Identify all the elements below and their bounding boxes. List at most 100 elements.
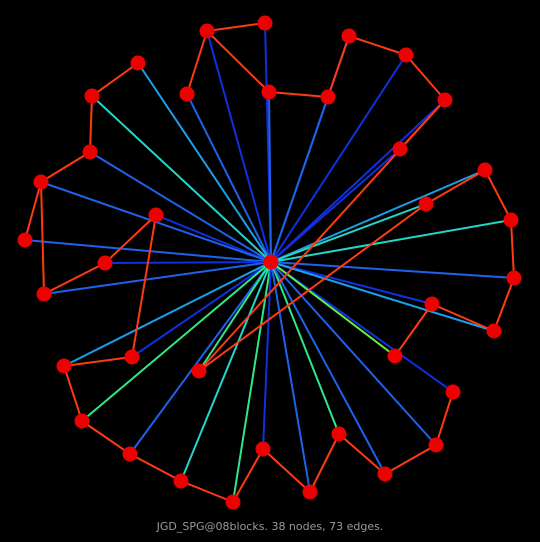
graph-node <box>428 437 444 453</box>
hub-edge <box>270 261 386 475</box>
hub-edge <box>198 261 272 372</box>
graph-node <box>82 144 98 160</box>
ring-edge <box>104 214 157 264</box>
hub-edge <box>206 30 272 263</box>
hub-edge <box>155 214 272 263</box>
hub-edge <box>270 99 446 263</box>
hub-edge <box>89 151 272 263</box>
graph-node <box>173 473 189 489</box>
ring-edge <box>262 448 311 493</box>
hub-edge <box>270 203 427 263</box>
node-layer <box>17 15 522 510</box>
hub-node <box>263 254 279 270</box>
ring-edge <box>198 203 427 372</box>
graph-node <box>331 426 347 442</box>
ring-edge <box>338 433 386 475</box>
ring-edge <box>206 30 270 93</box>
hub-edge <box>63 261 272 367</box>
hub-edge <box>270 169 486 263</box>
ring-edge <box>40 181 45 295</box>
graph-caption: JGD_SPG@08blocks. 38 nodes, 73 edges. <box>156 520 384 533</box>
graph-node <box>84 88 100 104</box>
hub-edge <box>270 261 437 446</box>
graph-node <box>179 86 195 102</box>
graph-node <box>74 413 90 429</box>
graph-node <box>191 363 207 379</box>
ring-edge <box>327 35 350 98</box>
graph-node <box>225 494 241 510</box>
graph-node <box>503 212 519 228</box>
ring-edge <box>425 169 486 205</box>
ring-edge <box>309 433 340 493</box>
hub-edge <box>81 261 272 422</box>
ring-edge <box>394 303 433 357</box>
hub-edge <box>43 261 272 295</box>
ring-edge <box>232 448 264 503</box>
graph-node <box>97 255 113 271</box>
graph-node <box>56 358 72 374</box>
ring-edge <box>43 262 106 295</box>
hub-edge <box>270 261 433 305</box>
graph-node <box>424 296 440 312</box>
hub-edge <box>270 261 311 493</box>
graph-node <box>148 207 164 223</box>
ring-edge <box>384 444 437 475</box>
ring-edge <box>431 303 495 332</box>
graph-node <box>477 162 493 178</box>
hub-edge <box>232 261 272 503</box>
graph-node <box>387 348 403 364</box>
ring-edge <box>63 365 83 422</box>
ring-edge <box>206 22 266 32</box>
graph-node <box>122 446 138 462</box>
graph-node <box>302 484 318 500</box>
graph-node <box>377 466 393 482</box>
graph-node <box>124 349 140 365</box>
graph-node <box>445 384 461 400</box>
hub-edge <box>104 261 272 264</box>
graph-node <box>418 196 434 212</box>
ring-edge <box>180 480 234 503</box>
ring-edge <box>89 95 93 153</box>
graph-node <box>398 47 414 63</box>
hub-edge <box>137 62 272 263</box>
graph-node <box>320 89 336 105</box>
ring-edge <box>129 453 182 482</box>
ring-edge <box>484 169 512 221</box>
graph-node <box>17 232 33 248</box>
graph-node <box>130 55 146 71</box>
ring-edge <box>399 99 446 150</box>
ring-edge <box>63 356 133 367</box>
graph-node <box>257 15 273 31</box>
ring-edge <box>24 181 42 241</box>
hub-edge <box>180 261 272 482</box>
hub-edge <box>268 91 272 263</box>
ring-edge <box>81 420 131 455</box>
hub-edge <box>24 239 272 263</box>
graph-node <box>392 141 408 157</box>
hub-edge <box>186 93 272 263</box>
hub-edge <box>270 261 515 279</box>
ring-edge <box>348 35 407 56</box>
graph-node <box>33 174 49 190</box>
ring-edge <box>91 62 139 97</box>
graph-node <box>261 84 277 100</box>
graph-node <box>36 286 52 302</box>
graph-node <box>255 441 271 457</box>
ring-edge <box>510 219 515 279</box>
graph-node <box>506 270 522 286</box>
graph-node <box>341 28 357 44</box>
edge-layer <box>24 22 515 503</box>
hub-edge <box>270 261 454 393</box>
graph-node <box>437 92 453 108</box>
ring-edge <box>493 277 515 332</box>
hub-edge <box>270 219 512 263</box>
ring-edge <box>186 30 208 95</box>
ring-edge <box>405 54 446 101</box>
hub-edge <box>91 95 272 263</box>
hub-edge <box>270 261 495 332</box>
hub-edge <box>270 261 396 357</box>
ring-edge <box>40 151 91 183</box>
hub-edge <box>270 54 407 263</box>
hub-edge <box>270 261 340 435</box>
